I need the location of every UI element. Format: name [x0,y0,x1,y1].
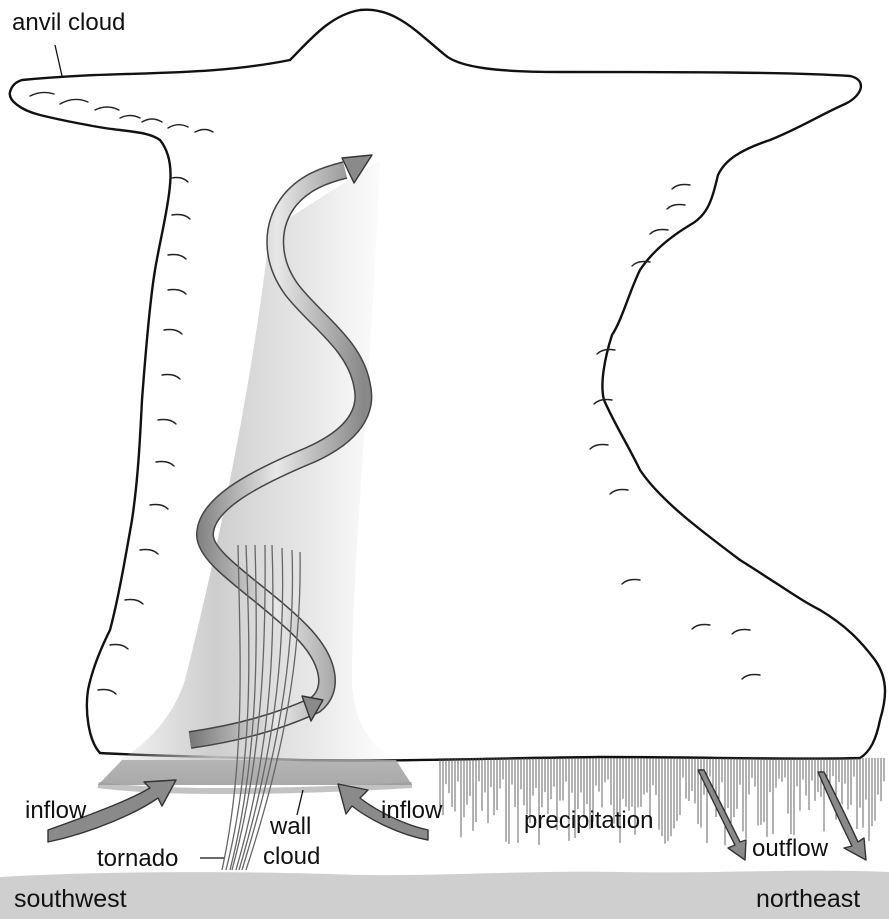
wall-cloud-leader-line [297,790,303,815]
northeast-label: northeast [756,885,860,913]
tornado-label: tornado [97,845,178,872]
precipitation-label: precipitation [524,807,653,834]
storm-cloud [10,10,885,761]
southwest-label: southwest [14,885,127,913]
anvil-leader-line [55,45,62,76]
wall-cloud-label-line2: cloud [263,843,320,870]
inflow-right-label: inflow [381,797,443,824]
outflow-label: outflow [752,835,829,862]
anvil-cloud-label: anvil cloud [12,9,125,36]
inflow-left-label: inflow [25,797,87,824]
wall-cloud-label-line1: wall [269,813,311,840]
precipitation-streaks [440,758,884,845]
outflow-arrow-1 [698,770,746,860]
